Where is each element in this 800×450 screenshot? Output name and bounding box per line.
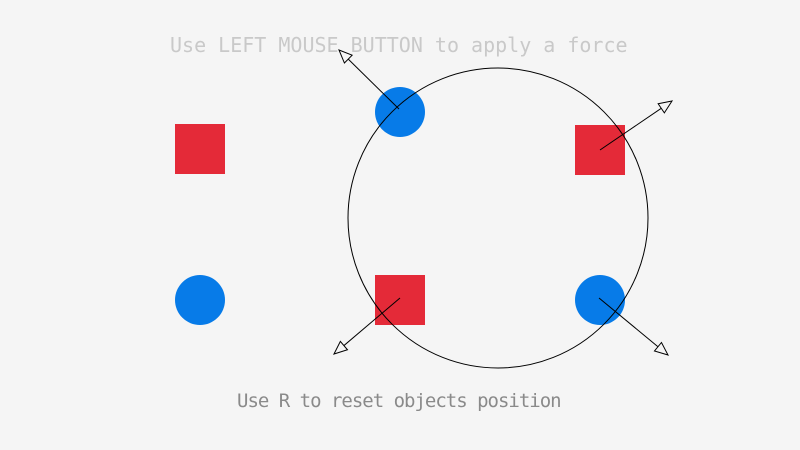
blue-ball-bottom-right[interactable] xyxy=(575,275,625,325)
instruction-reset: Use R to reset objects position xyxy=(237,390,562,412)
force-arrow-bottom-square-shaft xyxy=(335,297,401,353)
instruction-apply-force: Use LEFT MOUSE BUTTON to apply a force xyxy=(170,33,628,57)
force-arrow-top-ball-shaft xyxy=(340,51,400,110)
force-arrow-right-square-head-icon xyxy=(657,100,674,114)
blue-ball-top-center[interactable] xyxy=(375,87,425,137)
force-arrow-right-square-shaft xyxy=(599,102,670,151)
force-arrow-bottom-ball-head-icon xyxy=(653,341,669,356)
blue-ball-bottom-left[interactable] xyxy=(175,275,225,325)
force-arrow-top-ball-head-icon xyxy=(338,49,354,64)
boundary-circle xyxy=(347,67,649,369)
red-square-top-left[interactable] xyxy=(175,124,225,174)
force-arrow-bottom-square-head-icon xyxy=(333,340,349,355)
force-arrow-bottom-ball-shaft xyxy=(598,297,667,354)
red-square-bottom-center[interactable] xyxy=(375,275,425,325)
